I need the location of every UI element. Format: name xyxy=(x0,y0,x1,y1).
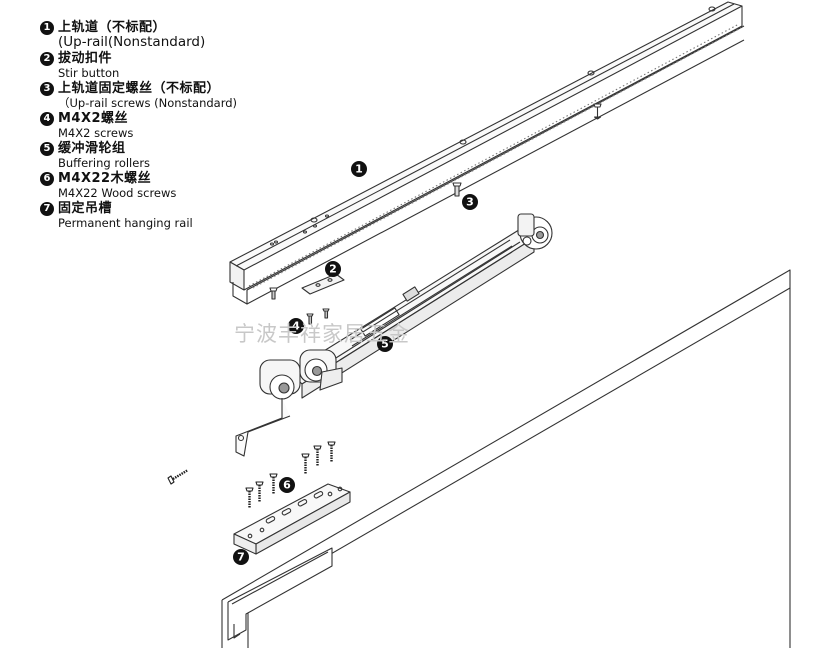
rail-screw xyxy=(593,103,602,120)
svg-text:6: 6 xyxy=(283,479,291,492)
legend-en-4: M4X2 screws xyxy=(58,126,134,140)
callout-2: 2 xyxy=(325,261,341,277)
svg-text:7: 7 xyxy=(237,551,245,564)
rail-screw xyxy=(452,182,462,197)
legend-zh-4: M4X2螺丝 xyxy=(58,111,129,126)
svg-text:2: 2 xyxy=(329,263,337,276)
up-rail xyxy=(229,1,745,305)
svg-text:1: 1 xyxy=(355,163,363,176)
legend-en-5: Buffering rollers xyxy=(58,156,151,170)
callout-6: 6 xyxy=(279,477,295,493)
legend-item-1: 1 上轨道（不标配）(Up-rail(Nonstandard) xyxy=(40,20,280,50)
callout-5: 5 xyxy=(377,336,393,352)
legend-number-4: 4 xyxy=(40,112,54,126)
callout-4: 4 xyxy=(288,318,304,334)
legend-zh-3: 上轨道固定螺丝（不标配） xyxy=(58,81,221,96)
legend-number-7: 7 xyxy=(40,202,54,216)
legend-en-6: M4X22 Wood screws xyxy=(58,186,177,200)
legend-number-6: 6 xyxy=(40,172,54,186)
callout-3: 3 xyxy=(462,194,478,210)
wood-screw xyxy=(167,441,336,508)
legend-number-5: 5 xyxy=(40,142,54,156)
legend-en-7: Permanent hanging rail xyxy=(58,216,193,230)
legend-item-3: 3 上轨道固定螺丝（不标配）（Up-rail screws (Nonstanda… xyxy=(40,81,280,110)
callout-7: 7 xyxy=(233,549,249,565)
legend-zh-7: 固定吊槽 xyxy=(58,201,113,216)
legend-number-2: 2 xyxy=(40,52,54,66)
buffering-rollers xyxy=(235,213,553,457)
svg-text:5: 5 xyxy=(381,338,389,351)
legend-en-2: Stir button xyxy=(58,66,120,80)
legend-zh-2: 拔动扣件 xyxy=(58,51,113,66)
legend-number-3: 3 xyxy=(40,82,54,96)
legend-zh-6: M4X22木螺丝 xyxy=(58,171,152,186)
stir-button xyxy=(301,273,345,295)
legend-zh-5: 缓冲滑轮组 xyxy=(58,141,126,156)
svg-text:3: 3 xyxy=(466,196,474,209)
legend-en-1: (Up-rail(Nonstandard) xyxy=(58,34,206,50)
callout-1: 1 xyxy=(351,161,367,177)
svg-text:4: 4 xyxy=(292,320,300,333)
legend-number-1: 1 xyxy=(40,21,54,35)
legend-en-3: （Up-rail screws (Nonstandard) xyxy=(58,96,238,110)
door-panel xyxy=(221,269,791,648)
small-screw xyxy=(269,287,330,325)
legend-zh-1: 上轨道（不标配） xyxy=(58,20,167,35)
hanging-rail xyxy=(233,483,351,555)
watermark: 宁波丰祥家居五金 xyxy=(234,322,410,346)
